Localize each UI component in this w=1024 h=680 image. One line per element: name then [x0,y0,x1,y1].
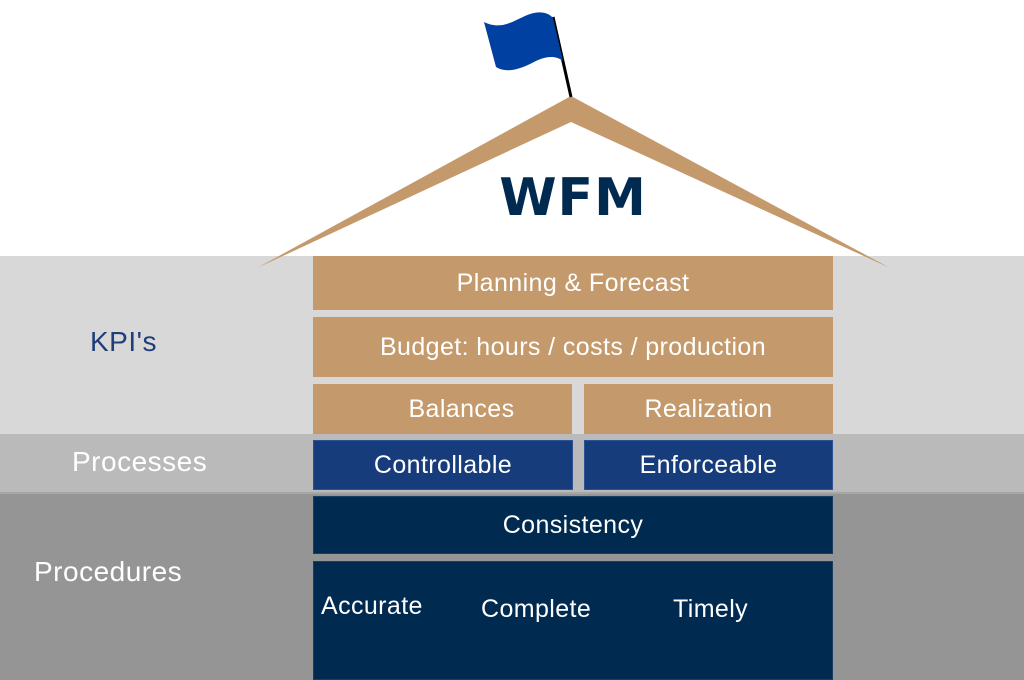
complete-label: Complete [481,595,592,623]
consistency-block: Consistency [313,496,833,554]
timely-label: Timely [673,595,749,623]
kpi-label: KPI's [90,326,157,357]
accurate-label: Accurate [321,592,423,620]
flag-icon [484,12,573,98]
qualities-block: Accurate Complete Timely [313,561,833,680]
enforceable-block: Enforceable [584,440,833,490]
realization-block: Realization [584,384,833,434]
planning-forecast-block: Planning & Forecast [313,256,833,310]
diagram-title: WFM [499,168,647,228]
budget-block: Budget: hours / costs / production [313,317,833,377]
roof-icon [257,12,890,268]
procedures-label: Procedures [34,556,183,587]
processes-label: Processes [72,446,208,477]
balances-block: Balances [313,384,572,434]
controllable-block: Controllable [313,440,573,490]
